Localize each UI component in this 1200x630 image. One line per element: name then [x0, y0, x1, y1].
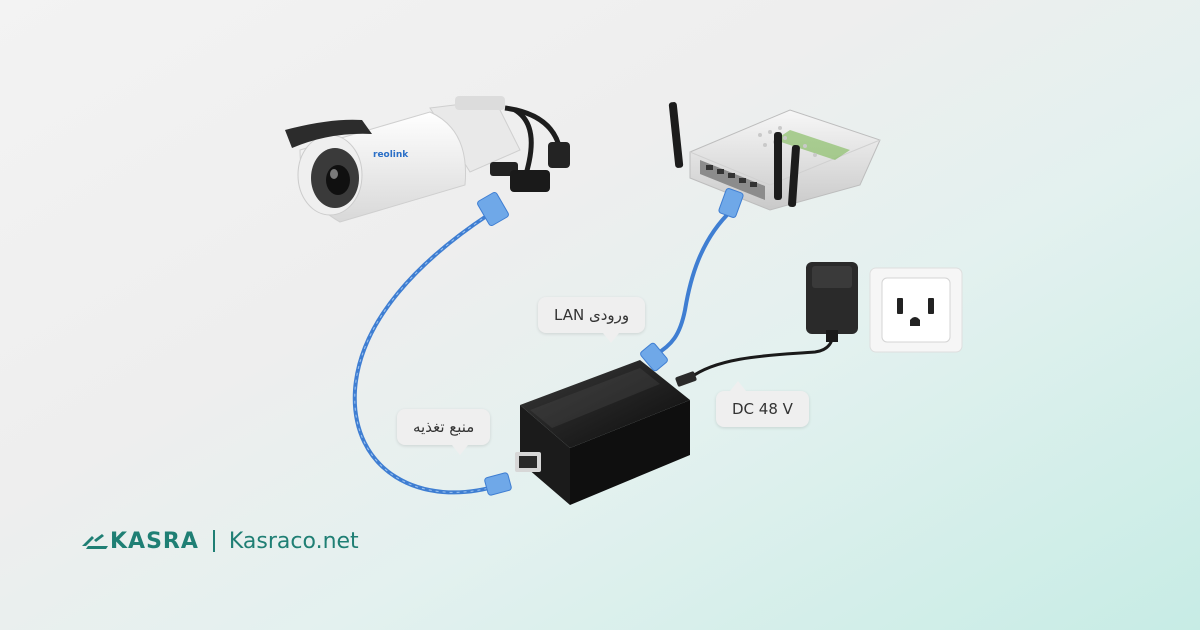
- brand-footer: KASRA Kasraco.net: [80, 526, 359, 556]
- callout-dc-voltage: DC 48 V: [716, 381, 809, 427]
- camera-brand-text: reolink: [373, 150, 409, 160]
- camera-cable: [352, 213, 502, 495]
- power-adapter: [806, 262, 858, 342]
- router-cable: [653, 208, 734, 357]
- poe-injector: [484, 342, 697, 505]
- router: [668, 102, 881, 218]
- brand-divider: [212, 530, 215, 552]
- callout-power-supply: منبع تغذیه: [397, 409, 491, 455]
- callout-lan-input: ورودی LAN: [538, 297, 646, 343]
- brand-website[interactable]: Kasraco.net: [228, 528, 359, 554]
- wall-outlet: [869, 267, 963, 353]
- brand-logo-text: KASRA: [110, 528, 199, 554]
- ip-camera: reolink: [285, 96, 570, 227]
- kasra-logo-icon: [82, 534, 108, 549]
- dc-cable: [689, 334, 834, 380]
- kasra-logo: KASRA: [80, 529, 199, 554]
